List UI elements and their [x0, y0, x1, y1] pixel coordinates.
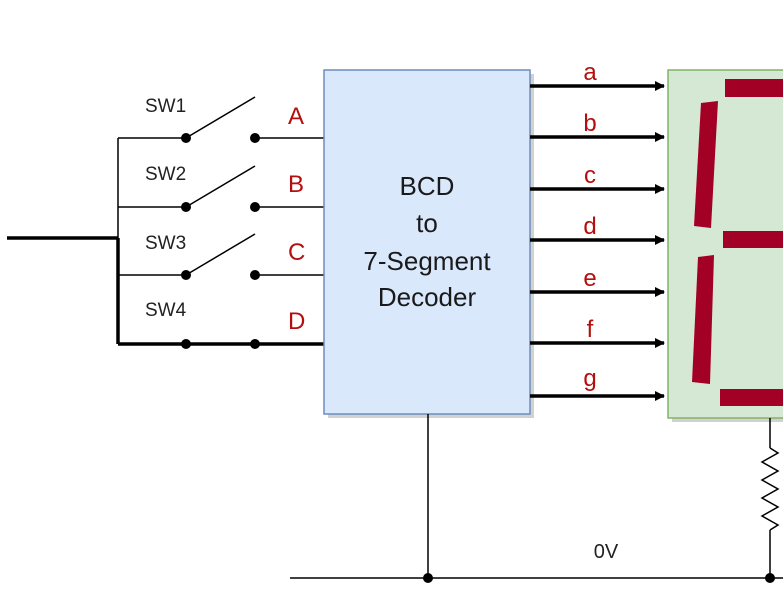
- supply-input-wire: [7, 138, 120, 344]
- output-line-b: b: [530, 110, 665, 142]
- junction-dot: [423, 573, 433, 583]
- output-label-g: g: [583, 365, 596, 392]
- output-line-f: f: [530, 316, 665, 348]
- output-label-f: f: [587, 316, 594, 343]
- ground-rail: 0V: [290, 414, 783, 583]
- input-label-a: A: [288, 103, 304, 130]
- output-label-b: b: [583, 110, 596, 137]
- switch-sw4[interactable]: SW4 D: [118, 300, 324, 349]
- seven-segment-display: [667, 69, 783, 422]
- input-label-c: C: [288, 239, 305, 266]
- switch-label-sw4: SW4: [145, 300, 187, 321]
- output-line-d: d: [530, 213, 665, 245]
- decoder-title-line4: Decoder: [378, 282, 477, 312]
- switch-lever: [185, 165, 256, 208]
- switch-contact-dot: [181, 339, 191, 349]
- input-label-b: B: [288, 171, 304, 198]
- output-label-a: a: [583, 59, 597, 86]
- ground-label: 0V: [594, 541, 619, 563]
- output-label-e: e: [583, 265, 596, 292]
- output-line-c: c: [530, 162, 665, 194]
- segment-middle: [723, 231, 783, 248]
- decoder-title-line2: to: [416, 208, 438, 238]
- segment-lower-left: [692, 255, 714, 384]
- segment-bottom: [720, 389, 783, 406]
- segment-top: [725, 79, 783, 97]
- output-line-a: a: [530, 59, 665, 91]
- output-label-d: d: [583, 213, 596, 240]
- segment-upper-left: [694, 101, 718, 228]
- switch-contact-dot: [250, 339, 260, 349]
- output-label-c: c: [584, 162, 596, 189]
- switch-sw2[interactable]: SW2 B: [118, 164, 324, 212]
- switch-label-sw3: SW3: [145, 233, 186, 254]
- output-line-e: e: [530, 265, 665, 297]
- switch-sw1[interactable]: SW1 A: [118, 96, 324, 143]
- switch-sw3[interactable]: SW3 C: [118, 233, 324, 280]
- decoder-title-line3: 7-Segment: [363, 246, 491, 276]
- input-label-d: D: [288, 308, 305, 335]
- switch-label-sw2: SW2: [145, 164, 186, 185]
- resistor-icon: [760, 418, 780, 578]
- decoder-title-line1: BCD: [400, 171, 455, 201]
- switch-lever: [185, 96, 256, 139]
- output-line-g: g: [530, 365, 665, 401]
- switch-label-sw1: SW1: [145, 96, 186, 117]
- decoder-block: BCD to 7-Segment Decoder: [323, 69, 534, 418]
- switch-lever: [185, 233, 256, 276]
